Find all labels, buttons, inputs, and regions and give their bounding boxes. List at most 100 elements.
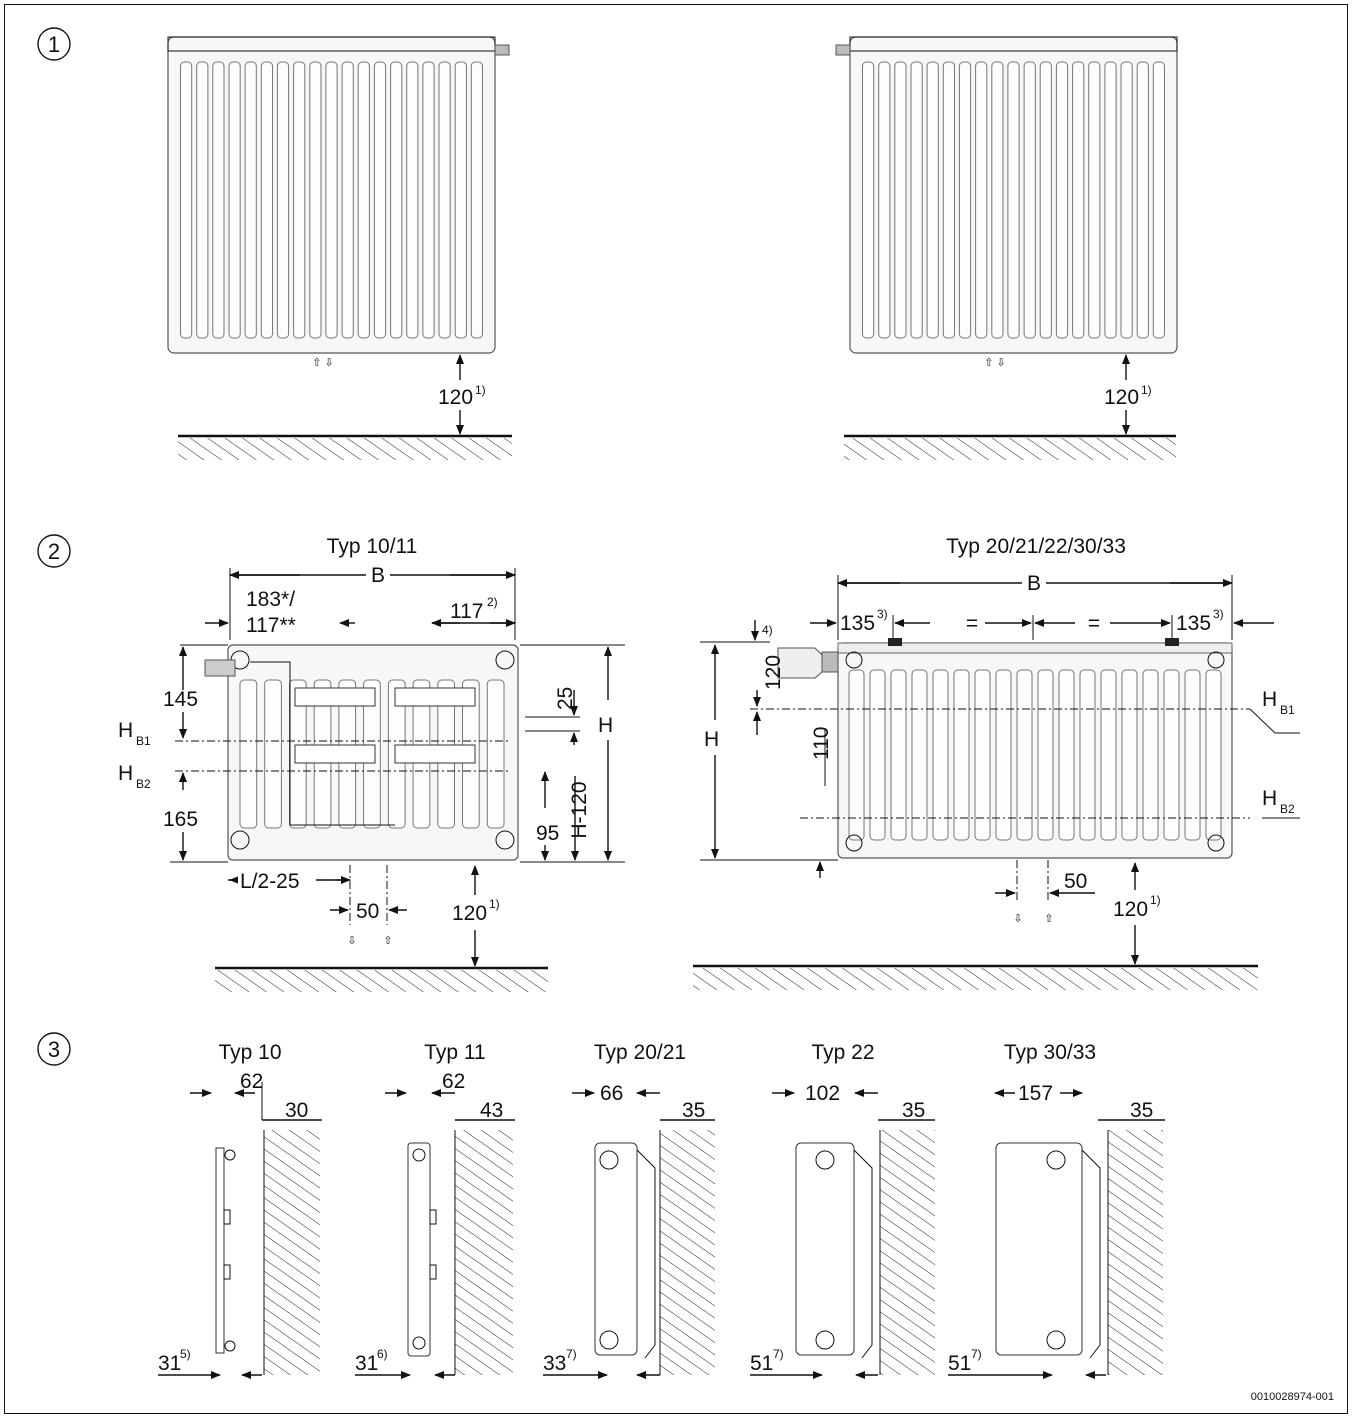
dim-depth: 102 [805, 1082, 840, 1105]
dim-l2-25: L/2-25 [240, 870, 300, 893]
typ-10-11-title: Typ 10/11 [327, 535, 418, 558]
radiator-rib [991, 61, 1004, 339]
dim-50: 50 [1064, 870, 1087, 893]
radiator-rib [910, 61, 923, 339]
dim-bottom-note: 7) [971, 1347, 982, 1361]
dim-95: 95 [536, 822, 559, 845]
dim-25: 25 [554, 687, 577, 710]
connection-icon [495, 650, 515, 670]
radiator-rib [974, 669, 991, 841]
dim-floor: 120 [452, 902, 487, 925]
dim-h: H [598, 714, 613, 737]
valve-icon [821, 651, 839, 673]
dim-depth: 62 [240, 1070, 263, 1093]
radiator-rib [1184, 669, 1201, 841]
radiator-rib [357, 61, 370, 339]
side-view-typ-20-21: Typ 20/21 66 35 33 7) [543, 1041, 715, 1379]
dim-145: 145 [163, 688, 198, 711]
flow-up-icon: ⇧ [1044, 913, 1053, 925]
hb1-sub: B1 [136, 734, 151, 748]
dim-gap: 35 [902, 1099, 925, 1122]
radiator-rib [878, 61, 891, 339]
radiator-rib [1100, 669, 1117, 841]
section-3-number: 3 [48, 1037, 60, 1062]
radiator-rib [470, 61, 483, 339]
panel-side [215, 1147, 225, 1354]
section-2: 2 Typ 10/11 B 183*/ 117** 117 2) [37, 534, 1300, 992]
radiator-rib [406, 61, 419, 339]
wall-hatch [660, 1130, 715, 1375]
dim-floor: 120 [1113, 898, 1148, 921]
dim-gap: 35 [1130, 1099, 1153, 1122]
flow-down-icon: ⇩ [1013, 913, 1022, 925]
radiator-rib [869, 669, 886, 841]
radiator-rib [390, 61, 403, 339]
dim-135-left: 135 [840, 612, 875, 635]
bracket [394, 687, 476, 707]
connection-icon [1207, 651, 1225, 669]
connection-icon [845, 834, 863, 852]
section-1-circle [37, 27, 71, 61]
pipe [250, 661, 395, 826]
radiator-rib [848, 669, 865, 841]
connection-icon [495, 830, 515, 850]
hb2-sub: B2 [1280, 802, 1295, 816]
dim-bottom: 51 [750, 1352, 773, 1375]
dim-120: 120 [762, 655, 785, 690]
panel-side [995, 1142, 1083, 1356]
dim-117-note: 2) [487, 595, 498, 609]
radiator-typ-20-33 [777, 638, 1233, 859]
radiator-typ-10-11 [204, 644, 519, 861]
wall-hatch [1108, 1130, 1163, 1375]
radiator-rib [212, 61, 225, 339]
floor-hatch [215, 970, 548, 992]
radiator-rib [264, 679, 282, 829]
radiator-rib [1152, 61, 1166, 339]
dim-183: 183*/ [246, 588, 295, 611]
radiator-rib [1142, 669, 1159, 841]
valve-icon [204, 659, 236, 677]
type-title: Typ 22 [811, 1041, 874, 1064]
radiator-rib [260, 61, 273, 339]
radiator-rib [894, 61, 907, 339]
bracket [294, 744, 376, 764]
dim-bottom-note: 7) [773, 1347, 784, 1361]
dim-bottom: 51 [948, 1352, 971, 1375]
type-title: Typ 10 [218, 1041, 281, 1064]
radiator-front-left [167, 36, 510, 354]
radiator-rib [239, 679, 258, 829]
dim-117-star: 117** [246, 614, 296, 637]
dim-floor-note: 1) [1150, 893, 1161, 907]
radiator-rib [244, 61, 257, 339]
section-3-circle [37, 1032, 71, 1066]
radiator-rib [438, 61, 451, 339]
hb1-label: H [118, 719, 133, 742]
hb2-label: H [1262, 787, 1277, 810]
radiator-rib [1079, 669, 1096, 841]
section-2-circle [37, 534, 71, 568]
section-1-number: 1 [48, 32, 60, 57]
valve-icon [835, 44, 851, 56]
radiator-rib [1007, 61, 1020, 339]
floor-hatch [844, 438, 1176, 460]
valve-icon [494, 44, 510, 56]
eq-1: = [966, 612, 978, 635]
dim-bottom: 33 [543, 1352, 566, 1375]
bracket [888, 638, 902, 646]
radiator-rib [1058, 669, 1075, 841]
dim-h: H [704, 728, 719, 751]
dim-gap: 30 [285, 1099, 308, 1122]
dim-h-120: H-120 [568, 781, 591, 838]
hb2-label: H [118, 762, 133, 785]
side-view-typ-10: Typ 10 62 30 31 5) [158, 1041, 322, 1379]
radiator-rib [309, 61, 322, 339]
type-title: Typ 30/33 [1004, 1041, 1096, 1064]
radiator-rib [1163, 669, 1180, 841]
floor-hatch [178, 438, 512, 460]
dim-gap: 43 [480, 1099, 503, 1122]
radiator-rib [1121, 669, 1138, 841]
figure-frame [4, 4, 1348, 1414]
figure-id: 0010028974-001 [1251, 1391, 1334, 1403]
radiator-rib [958, 61, 972, 339]
radiator-rib [975, 61, 988, 339]
